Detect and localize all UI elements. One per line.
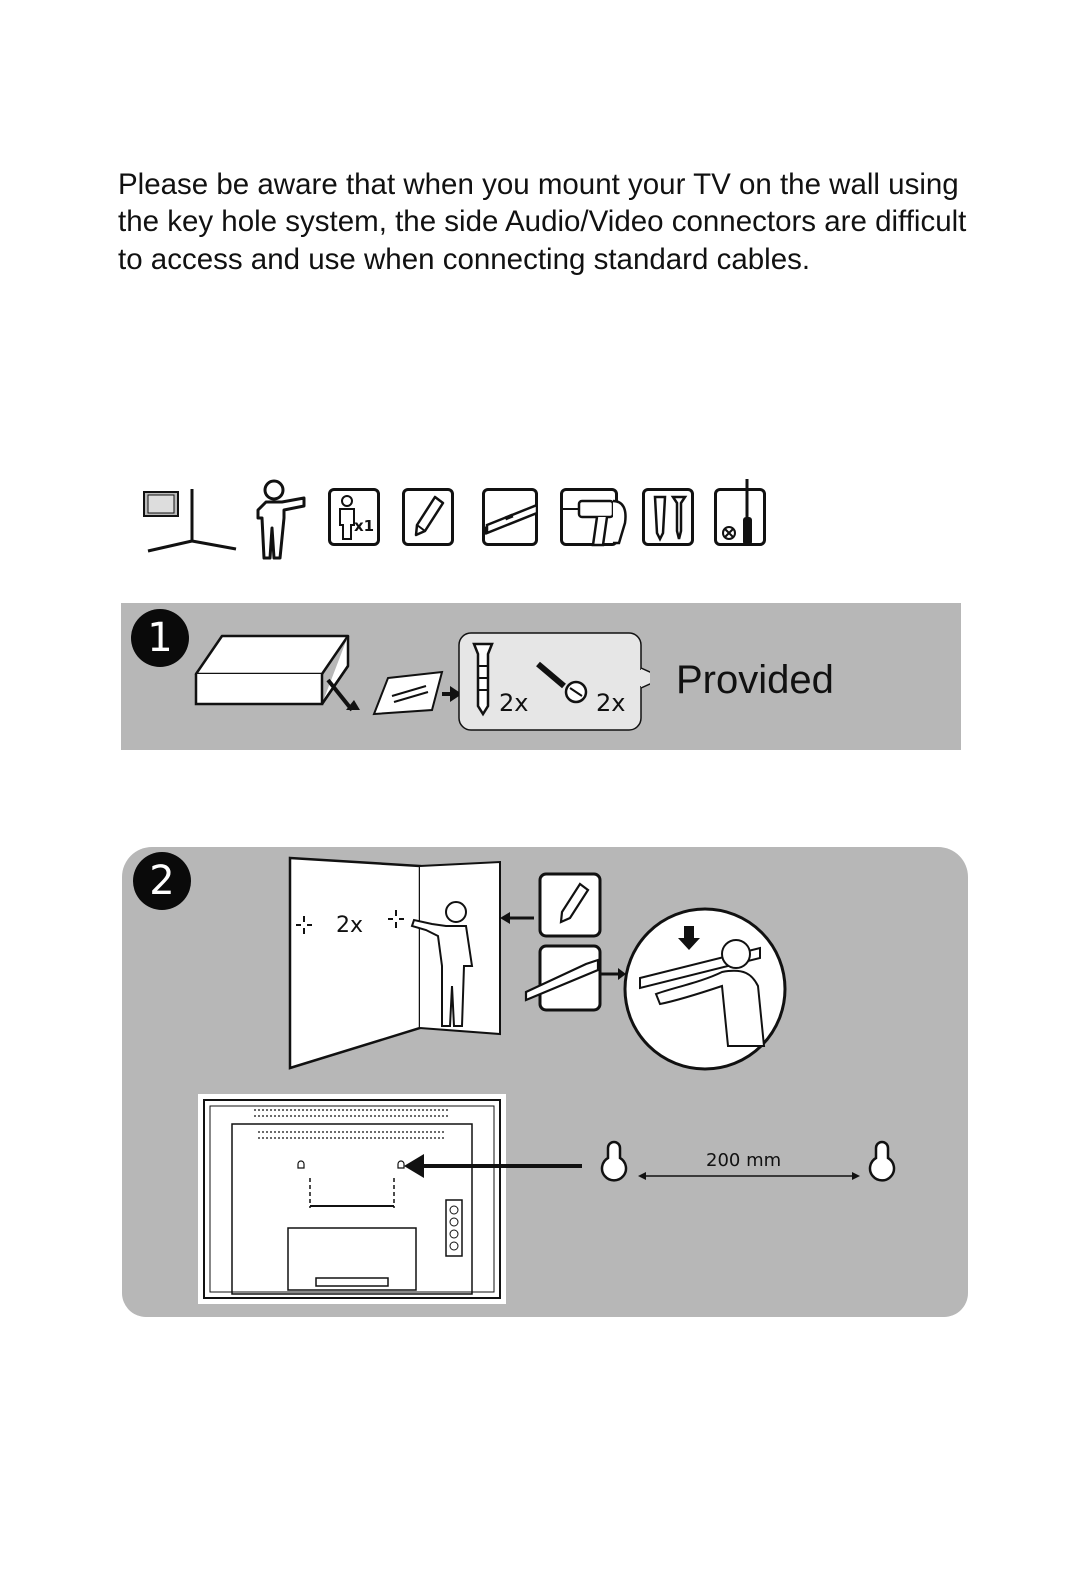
keyhole-distance-label: 200 mm [706, 1150, 782, 1171]
pencil-level-callouts [500, 872, 787, 1071]
screwdriver-icon [722, 479, 752, 545]
hardware-bag-icon [372, 670, 444, 716]
side-av-connectors [445, 1199, 463, 1257]
keyhole-left-icon [297, 1160, 305, 1169]
mounting-notice: Please be aware that when you mount your… [118, 168, 967, 276]
screwdriver-tool-box [714, 479, 766, 546]
drill-tool-box [560, 488, 627, 547]
step-1-badge: 1 [131, 609, 189, 667]
provided-label: Provided [676, 658, 834, 702]
spirit-level-tool-box [482, 488, 539, 546]
pencil-icon [414, 495, 445, 537]
wall-corner-icon [143, 489, 237, 553]
wall-marking-illustration [288, 856, 501, 1070]
mark-quantity: 2x [336, 913, 364, 938]
one-person-icon [339, 495, 355, 540]
package-box-icon [194, 634, 350, 706]
tv-back-illustration [198, 1094, 506, 1304]
one-person-tool-box: x1 [328, 488, 380, 546]
drill-icon [561, 499, 627, 547]
step-1-illustration [194, 632, 650, 731]
provided-callout [458, 632, 650, 731]
plug-and-screw-icon [653, 495, 688, 542]
plug-quantity: 2x [499, 689, 529, 717]
keyhole-right-icon [397, 1160, 405, 1169]
person-pointing-icon [256, 479, 306, 560]
keyhole-spacing-diagram [404, 1140, 896, 1182]
mark-cross-left-icon [296, 916, 312, 934]
screw-quantity: 2x [596, 689, 626, 717]
person-count-label: x1 [354, 517, 375, 535]
spirit-level-icon [485, 503, 539, 535]
person-leveling-icon [654, 939, 766, 1047]
step-2-badge: 2 [133, 852, 191, 910]
required-tools-row: x1 [140, 470, 780, 560]
keyhole-left-large-icon [600, 1140, 628, 1182]
screw-icon [536, 661, 588, 704]
person-marking-icon [410, 901, 474, 1027]
mark-cross-right-icon [388, 910, 404, 928]
wall-plug-icon [472, 642, 494, 717]
plugs-screws-tool-box [642, 488, 694, 546]
pencil-tool-box [402, 488, 454, 546]
keyhole-right-large-icon [868, 1140, 896, 1182]
